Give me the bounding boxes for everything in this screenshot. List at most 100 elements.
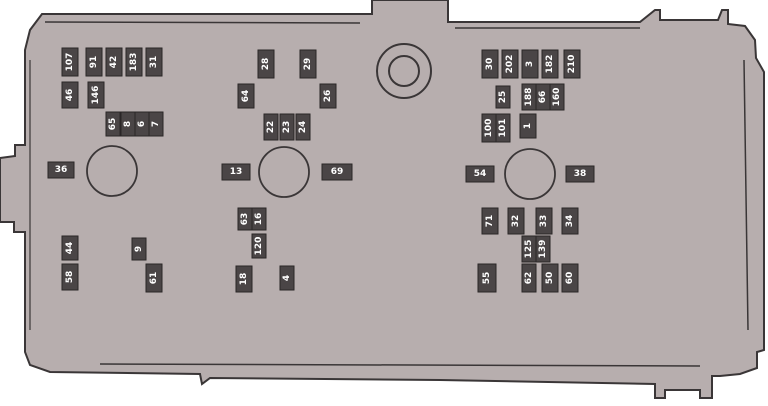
fuse-label: 183 (129, 53, 139, 72)
fuse-label: 64 (241, 90, 251, 103)
fuse-body (299, 49, 317, 79)
fuse-label: 34 (565, 215, 575, 228)
fuse-body (519, 113, 537, 139)
fuse-body (521, 49, 539, 79)
fuse-58: 58 (61, 263, 79, 291)
housing-trim-right (743, 59, 749, 331)
fuse-body (221, 163, 251, 181)
fuse-label: 139 (538, 240, 548, 259)
fuse-body (105, 47, 123, 77)
fuse-55: 55 (477, 263, 497, 293)
fuse-label: 182 (545, 55, 555, 74)
fuse-100: 100 (481, 113, 497, 143)
fuse-label: 202 (505, 55, 515, 74)
fuse-38: 38 (565, 165, 595, 183)
fuse-183: 183 (125, 47, 143, 77)
fuse-body (47, 161, 75, 179)
fuse-body (263, 113, 279, 141)
fuse-label: 101 (498, 119, 508, 138)
fuse-body (507, 207, 525, 235)
fuse-label: 188 (524, 88, 534, 107)
fuse-body (251, 207, 267, 231)
fuse-44: 44 (61, 235, 79, 261)
fuse-8: 8 (120, 111, 136, 137)
fuse-body (131, 237, 147, 261)
fuse-91: 91 (85, 47, 103, 77)
fuse-body (85, 47, 103, 77)
fuse-label: 44 (65, 242, 75, 255)
fuse-label: 120 (254, 237, 264, 256)
fuse-body (295, 113, 311, 141)
fuse-label: 16 (254, 213, 264, 226)
fuse-69: 69 (321, 163, 353, 181)
fuse-body (251, 233, 267, 259)
fuse-29: 29 (299, 49, 317, 79)
fuse-body (541, 263, 559, 293)
fuse-label: 100 (484, 119, 494, 138)
fuse-body (148, 111, 164, 137)
fuse-13: 13 (221, 163, 251, 181)
fuse-body (87, 81, 105, 109)
fuse-label: 8 (123, 121, 133, 127)
fuse-label: 61 (149, 272, 159, 285)
fuse-16: 16 (251, 207, 267, 231)
fuse-18: 18 (235, 265, 253, 293)
fuse-label: 91 (89, 56, 99, 69)
fuse-65: 65 (105, 111, 121, 137)
fuse-182: 182 (541, 49, 559, 79)
fuse-body (477, 263, 497, 293)
housing-trim-top (44, 21, 361, 24)
fuse-125: 125 (521, 235, 537, 263)
fuse-label: 7 (151, 121, 161, 127)
fuse-body (563, 49, 581, 79)
fuse-body (105, 111, 121, 137)
fuse-107: 107 (61, 47, 79, 77)
fuse-body (549, 83, 565, 111)
fuse-body (535, 207, 553, 235)
fuse-34: 34 (561, 207, 579, 235)
fuse-label: 31 (149, 56, 159, 69)
fuse-4: 4 (279, 265, 295, 291)
fuse-label: 38 (574, 169, 587, 179)
fuse-body (561, 263, 579, 293)
fuse-body (541, 49, 559, 79)
fuse-25: 25 (495, 85, 511, 109)
relay-circle-center (258, 146, 310, 198)
fuse-body (481, 49, 499, 79)
fuse-body (321, 163, 353, 181)
fuse-body (565, 165, 595, 183)
fuse-body (521, 263, 537, 293)
fuse-label: 62 (524, 272, 534, 285)
fuse-label: 1 (523, 123, 533, 129)
fuse-label: 54 (474, 169, 487, 179)
fuse-box-housing (0, 0, 765, 399)
fuse-body (257, 49, 275, 79)
fuse-210: 210 (563, 49, 581, 79)
fuse-body (61, 263, 79, 291)
mounting-boss-inner (388, 55, 420, 87)
fuse-body (465, 165, 495, 183)
fuse-60: 60 (561, 263, 579, 293)
fuse-120: 120 (251, 233, 267, 259)
fuse-label: 107 (65, 53, 75, 72)
fuse-label: 50 (545, 272, 555, 285)
fuse-202: 202 (501, 49, 519, 79)
fuse-26: 26 (319, 83, 337, 109)
fuse-body (61, 235, 79, 261)
fuse-body (61, 81, 79, 109)
fuse-188: 188 (521, 83, 537, 111)
fuse-7: 7 (148, 111, 164, 137)
fuse-body (145, 263, 163, 293)
fuse-label: 32 (511, 215, 521, 228)
fuse-label: 25 (498, 91, 508, 104)
fuse-42: 42 (105, 47, 123, 77)
fuse-label: 6 (137, 121, 147, 127)
fuse-body (495, 113, 511, 143)
fuse-body (235, 265, 253, 293)
fuse-3: 3 (521, 49, 539, 79)
fuse-body (319, 83, 337, 109)
fuse-body (61, 47, 79, 77)
fuse-label: 160 (552, 88, 562, 107)
